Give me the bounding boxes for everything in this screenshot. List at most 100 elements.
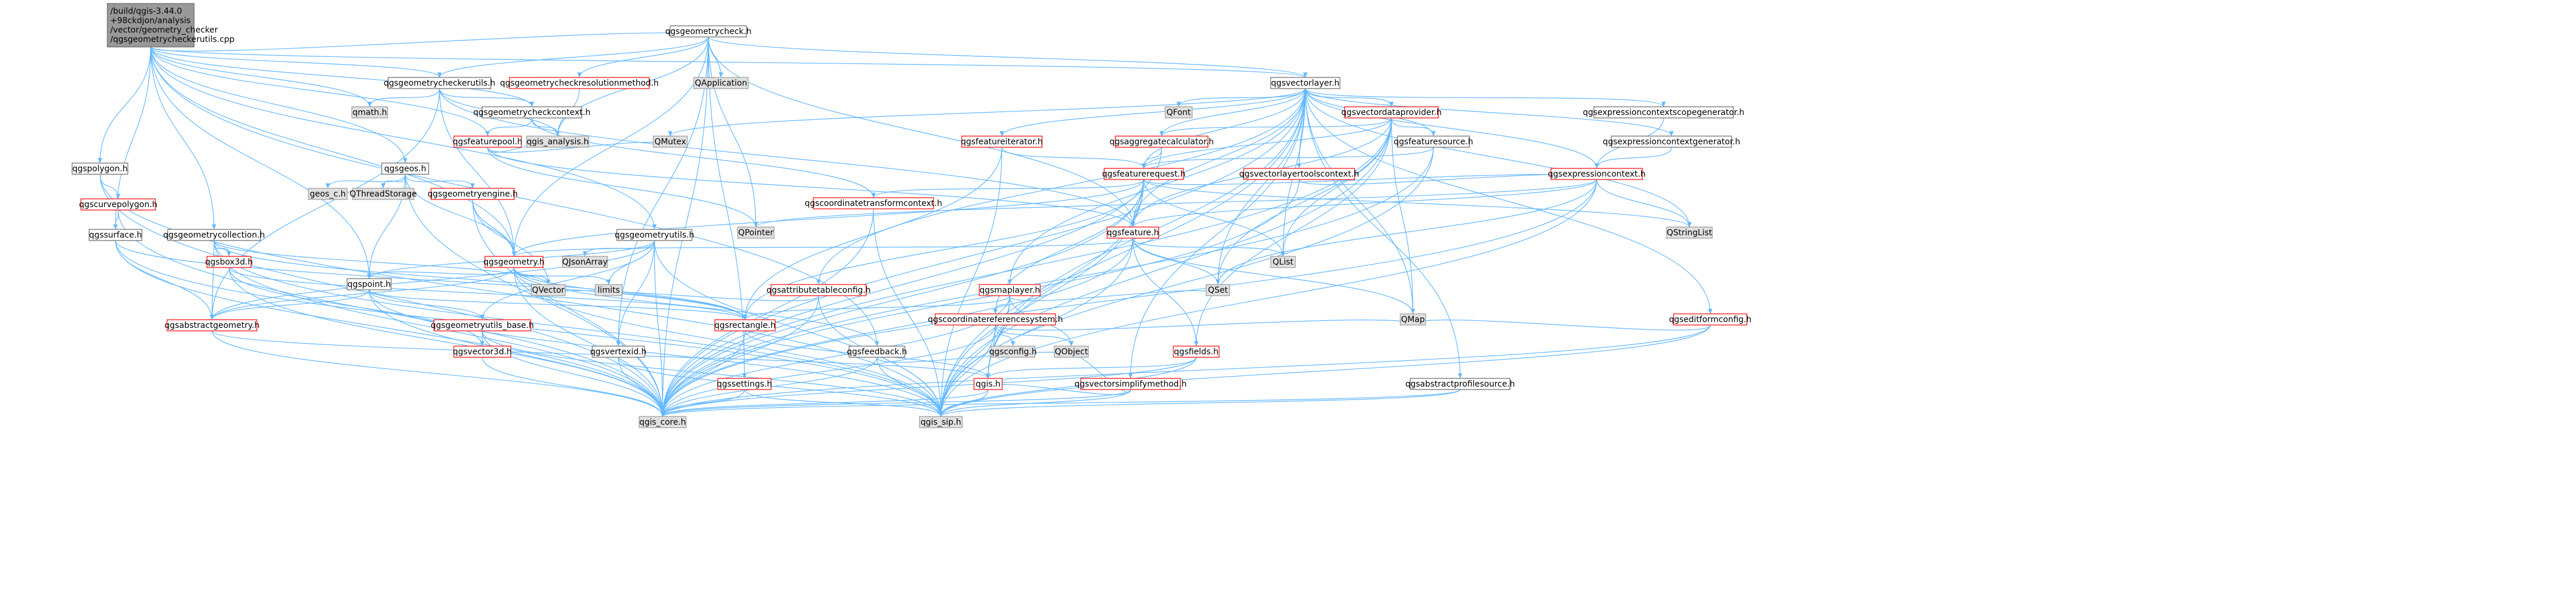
edge-qgsfeaturerequest-h-to-QList (1143, 179, 1285, 257)
node-label: QFont (1166, 108, 1191, 117)
node-qgsabstractprofilesource-h[interactable]: qgsabstractprofilesource.h (1406, 378, 1515, 390)
node-QSet: QSet (1206, 284, 1230, 296)
node-qgspoint-h[interactable]: qgspoint.h (347, 278, 392, 290)
edge-qgsgeometry-h-to-qgspoint-h (366, 267, 515, 279)
edge-qgsgeometryutils-h-to-qgis-core-h (654, 240, 665, 417)
node-label: qgsrectangle.h (714, 321, 775, 330)
node-qgsgeometrycheckcontext-h[interactable]: qgsgeometrycheckcontext.h (473, 106, 590, 119)
node-qgsfeaturerequest-h[interactable]: qgsfeaturerequest.h (1102, 168, 1186, 180)
node-qgsmaplayer-h[interactable]: qgsmaplayer.h (979, 284, 1041, 296)
edge-qgsvectorlayer-h-to-qgsvectordataprovider-h (1305, 88, 1394, 107)
node-label: qgsgeometrycheckcontext.h (473, 108, 590, 117)
node-QThreadStorage: QThreadStorage (349, 188, 417, 200)
node-label: QStringList (1667, 228, 1712, 238)
node-qgseditformconfig-h[interactable]: qgseditformconfig.h (1669, 313, 1752, 326)
node-qgsgeometryengine-h[interactable]: qgsgeometryengine.h (427, 188, 518, 200)
node-label: /qgsgeometrycheckerutils.cpp (110, 35, 235, 45)
node-qgis-sip-h: qgis_sip.h (919, 416, 963, 428)
node-qgsvertexid-h[interactable]: qgsvertexid.h (590, 346, 647, 358)
node-qgssettings-h[interactable]: qgssettings.h (717, 378, 772, 390)
edge-qgssurface-h-to-qgsabstractgeometry-h (115, 240, 215, 320)
node-qgsvector3d-h[interactable]: qgsvector3d.h (453, 346, 512, 358)
node-label: qgspolygon.h (72, 164, 127, 174)
node-box (509, 77, 650, 89)
node-qgspolygon-h[interactable]: qgspolygon.h (72, 162, 128, 175)
node-qgsgeos-h[interactable]: qgsgeos.h (381, 162, 429, 175)
node-box (973, 378, 1003, 390)
edge-qgssettings-h-to-qgis-core-h (660, 389, 745, 417)
node-root: /build/qgis-3.44.0+98ckdjon/analysis/vec… (107, 3, 235, 48)
node-qgscurvepolygon-h[interactable]: qgscurvepolygon.h (79, 198, 158, 211)
edge-root-to-qmath-h (150, 46, 372, 107)
edge-qgsfeaturerequest-h-to-QStringList (1143, 179, 1692, 228)
node-label: qgsexpressioncontextgenerator.h (1603, 137, 1740, 147)
node-qgsvectorlayertoolscontext-h[interactable]: qgsvectorlayertoolscontext.h (1239, 168, 1359, 180)
node-label: QThreadStorage (349, 189, 417, 199)
node-qgsgeometryutils-h[interactable]: qgsgeometryutils.h (615, 229, 694, 241)
node-qgsvectorlayer-h[interactable]: qgsvectorlayer.h (1270, 77, 1340, 89)
node-qgsfeaturesource-h[interactable]: qgsfeaturesource.h (1394, 136, 1473, 148)
node-qgsfeedback-h[interactable]: qgsfeedback.h (847, 346, 907, 358)
edge-qgsfeatureiterator-h-to-qgsfeaturerequest-h (1001, 147, 1146, 169)
node-box (935, 313, 1056, 326)
node-qgssurface-h[interactable]: qgssurface.h (89, 229, 142, 241)
node-qgsrectangle-h[interactable]: qgsrectangle.h (714, 319, 776, 331)
node-qgsvectordataprovider-h[interactable]: qgsvectordataprovider.h (1341, 106, 1442, 119)
edge-root-to-qgsvectorlayer-h (150, 46, 1308, 78)
node-qgsfeatureiterator-h[interactable]: qgsfeatureiterator.h (961, 136, 1043, 148)
edge-root-to-qgsgeos-h (150, 46, 408, 164)
node-qgsgeometrycheckresolutionmethod-h[interactable]: qgsgeometrycheckresolutionmethod.h (500, 77, 659, 89)
node-label: QList (1272, 258, 1294, 267)
edge-qgscoordinatereferencesystem-h-to-QObject (995, 324, 1074, 347)
node-qgsfields-h[interactable]: qgsfields.h (1173, 346, 1220, 358)
edge-qgsfeaturepool-h-to-qgsfeature-h (487, 147, 1135, 228)
node-label: QObject (1055, 347, 1088, 357)
edge-qgsfields-h-to-qgis-core-h (660, 357, 1197, 417)
node-qgsexpressioncontextgenerator-h[interactable]: qgsexpressioncontextgenerator.h (1603, 136, 1740, 148)
node-qgsgeometrycheck-h[interactable]: qgsgeometrycheck.h (665, 25, 752, 38)
node-label: qgsgeometrycollection.h (163, 231, 264, 240)
node-label: qgsvectorlayertoolscontext.h (1239, 170, 1359, 179)
edge-qgspoint-h-to-qgsrectangle-h (368, 289, 748, 320)
edge-qgsexpressioncontext-h-to-qgsfeature-h (1131, 179, 1597, 228)
node-box (849, 346, 905, 358)
node-qgsfeature-h[interactable]: qgsfeature.h (1107, 226, 1159, 239)
node-qgsgeometrycheckerutils-h[interactable]: qgsgeometrycheckerutils.h (383, 77, 495, 89)
node-qgsgeometryutils-base-h[interactable]: qgsgeometryutils_base.h (430, 319, 534, 331)
node-qgsexpressioncontextscopegenerator-h[interactable]: qgsexpressioncontextscopegenerator.h (1583, 106, 1745, 119)
node-label: qgsfields.h (1174, 347, 1219, 357)
node-qgsabstractgeometry-h[interactable]: qgsabstractgeometry.h (164, 319, 260, 331)
node-box (72, 162, 128, 175)
node-label: QPointer (738, 228, 773, 238)
edge-qgsgeos-h-to-QThreadStorage (381, 174, 406, 189)
node-qgscoordinatereferencesystem-h[interactable]: qgscoordinatereferencesystem.h (928, 313, 1063, 326)
node-box (107, 3, 195, 48)
node-box (961, 136, 1043, 148)
node-qgsaggregatecalculator-h[interactable]: qgsaggregatecalculator.h (1109, 136, 1214, 148)
node-qgsvectorsimplifymethod-h[interactable]: qgsvectorsimplifymethod.h (1074, 378, 1187, 390)
edge-qgsfeature-h-to-QList (1132, 238, 1285, 257)
node-label: qgsconfig.h (989, 347, 1037, 357)
node-qgsfeaturepool-h[interactable]: qgsfeaturepool.h (453, 136, 522, 148)
node-qgsgeometrycollection-h[interactable]: qgsgeometrycollection.h (163, 229, 265, 241)
edge-qgsfeature-h-to-qgis-core-h (660, 238, 1133, 417)
node-box (1206, 284, 1230, 296)
edge-qgsvectordataprovider-h-to-QList (1281, 117, 1392, 257)
edge-qgsvectordataprovider-h-to-QSet (1216, 117, 1392, 285)
edge-qgsbox3d-h-to-qgsvector3d-h (228, 267, 485, 347)
edge-qgsmaplayer-h-to-qgsrectangle-h (742, 295, 1010, 320)
node-qgsattributetableconfig-h[interactable]: qgsattributetableconfig.h (766, 284, 871, 296)
edge-qgsgeos-h-to-qgsgeometry-h (405, 174, 517, 257)
node-qgsgeometry-h[interactable]: qgsgeometry.h (483, 256, 545, 268)
node-label: qgseditformconfig.h (1669, 315, 1752, 324)
node-box (308, 188, 348, 200)
edge-qgsvectorlayer-h-to-qgsexpressioncontextscopegenerator-h (1305, 88, 1666, 107)
node-qgscoordinatetransformcontext-h[interactable]: qgscoordinatetransformcontext.h (805, 197, 942, 209)
node-box (347, 278, 392, 290)
edge-qgsgeometrycheck-h-to-QApplication (708, 36, 724, 78)
node-qgis-h[interactable]: qgis.h (973, 378, 1003, 390)
edge-qgsvectordataprovider-h-to-qgsfeaturerequest-h (1141, 117, 1392, 169)
node-qgsexpressioncontext-h[interactable]: qgsexpressioncontext.h (1548, 168, 1646, 180)
node-qgsbox3d-h[interactable]: qgsbox3d.h (205, 256, 253, 268)
edge-qgssurface-h-to-qgis-core-h (115, 240, 665, 417)
